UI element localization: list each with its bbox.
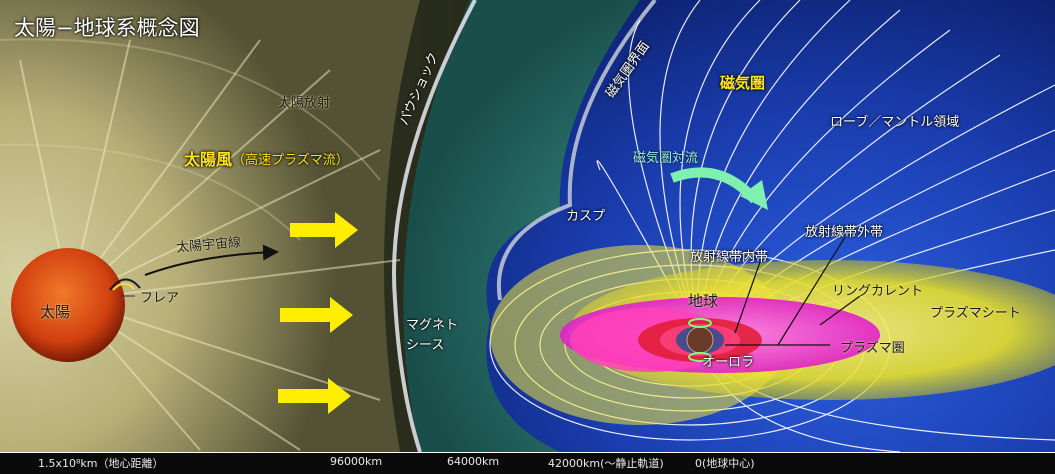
label-earth: 地球 [688, 292, 719, 310]
diagram-title: 太陽−地球系概念図 [14, 16, 200, 40]
sun-disk [11, 248, 125, 362]
solar-wind-region [0, 0, 420, 452]
label-plasma-sheet: プラズマシート [930, 306, 1021, 321]
label-magnetosheath-2: シース [406, 338, 445, 353]
label-magnetosheath-1: マグネト [406, 318, 459, 333]
distance-axis [0, 452, 1055, 474]
flare-loop [109, 278, 141, 291]
axis-tick-1: 1.5x10⁸km（地心距離） [38, 457, 164, 470]
axis-tick-4: 42000km(〜静止軌道) [548, 457, 664, 470]
label-flare: フレア [140, 291, 180, 306]
leader-lines [725, 236, 861, 346]
label-inner-belt: 放射線帯内帯 [690, 250, 769, 265]
label-cusp: カスプ [566, 209, 606, 224]
label-magnetosphere: 磁気圏 [720, 74, 766, 92]
axis-tick-5: 0(地球中心) [695, 457, 755, 470]
axis-tick-2: 96000km [330, 455, 383, 468]
aurora-south [688, 352, 712, 362]
label-ring-current: リングカレント [832, 284, 924, 299]
aurora-north [688, 318, 712, 328]
label-solar-wind: 太陽風 [184, 150, 233, 169]
label-convection: 磁気圏対流 [633, 151, 699, 166]
cosmic-ray-arrow [144, 244, 279, 276]
label-lobe-mantle: ローブ／マントル領域 [830, 115, 960, 130]
magnetopause-line [496, 0, 657, 301]
label-solar-wind-sub: （高速プラズマ流） [232, 153, 349, 168]
solar-wind-arrows [278, 212, 358, 414]
label-plasmasphere: プラズマ圏 [840, 341, 905, 356]
bow-shock-line [392, 0, 477, 453]
label-solar-radiation: 太陽放射 [278, 96, 331, 111]
label-sun: 太陽 [40, 303, 71, 321]
label-aurora: オーロラ [702, 355, 755, 370]
axis-tick-3: 64000km [447, 455, 500, 468]
label-outer-belt: 放射線帯外帯 [805, 225, 884, 240]
earth-globe [686, 326, 714, 354]
